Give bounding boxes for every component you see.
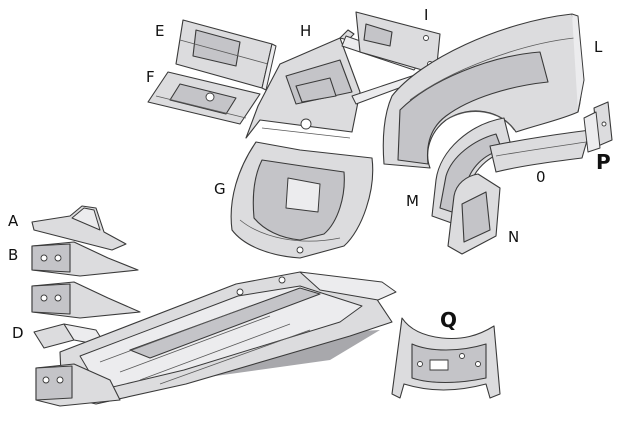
part-e-panel (175, 19, 277, 91)
label-o: 0 (536, 168, 546, 186)
part-box-section (31, 281, 141, 319)
label-l: L (594, 38, 603, 56)
label-n: N (508, 228, 520, 246)
part-n-panel (447, 173, 501, 255)
part-f-panel (147, 71, 261, 125)
label-q: Q (440, 308, 458, 332)
part-o-strip (489, 129, 591, 173)
part-g-shell (230, 141, 374, 259)
label-a: A (8, 212, 19, 230)
part-b-box (31, 241, 139, 277)
label-p: P (596, 150, 611, 174)
part-q-panel (391, 317, 501, 399)
floor-pan-chassis (35, 271, 397, 407)
part-p-bracket (583, 101, 613, 153)
part-a-bracket (31, 205, 127, 251)
label-f: F (146, 68, 155, 86)
label-g: G (214, 180, 226, 198)
label-m: M (406, 192, 419, 210)
label-e: E (155, 22, 165, 40)
label-h: H (300, 22, 312, 40)
label-d: D (12, 324, 24, 342)
label-i: I (424, 6, 429, 24)
label-b: B (8, 246, 19, 264)
part-l-fender (382, 13, 585, 169)
